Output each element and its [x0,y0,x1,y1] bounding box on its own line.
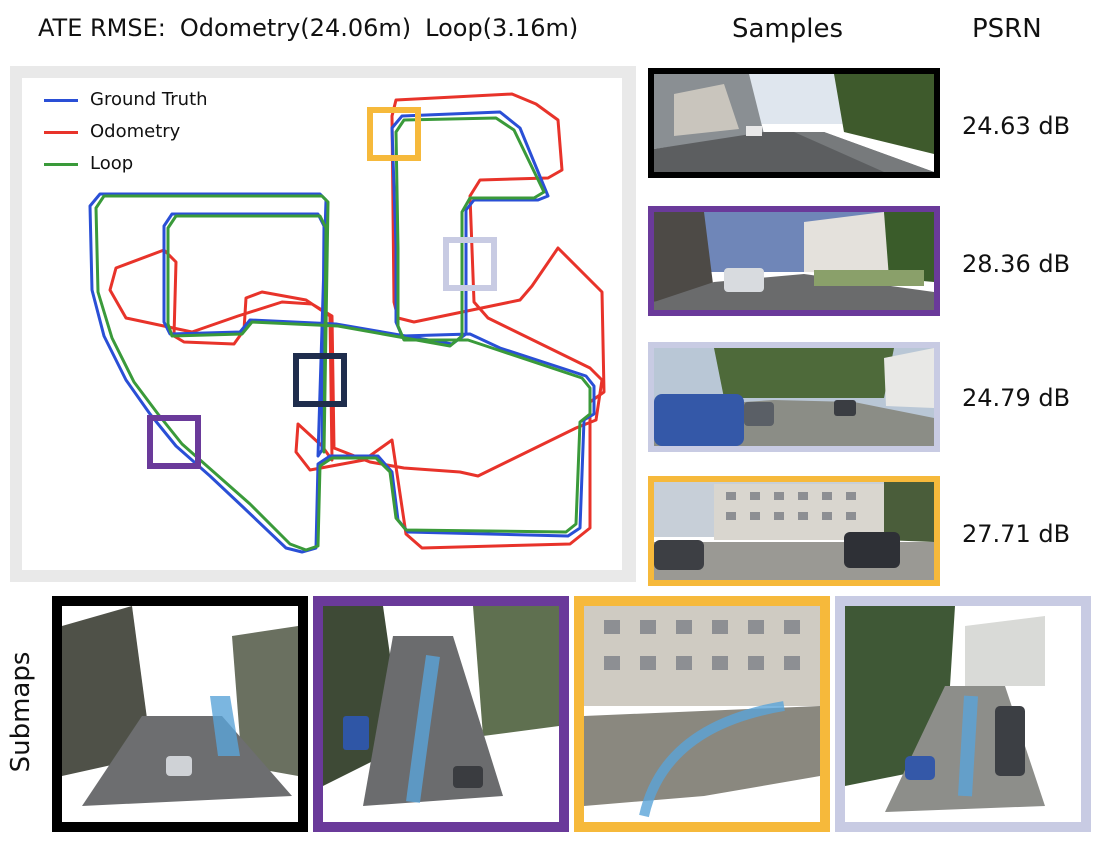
region-marker-orange [367,107,421,161]
legend-item-ground-truth: Ground Truth [44,84,208,116]
legend-label: Ground Truth [90,89,208,110]
trajectory-plot-area [22,78,622,570]
submap-lavender [835,596,1091,832]
odometry-trajectory [108,92,606,550]
point-cloud-submap [62,606,298,822]
legend-swatch-odometry [44,130,78,134]
point-cloud-submap [584,606,820,822]
region-marker-navy [293,353,347,407]
sample-image-black [648,68,940,178]
psnr-value-2: 28.36 dB [962,250,1071,278]
samples-heading: Samples [732,14,844,44]
sample-image-lavender [648,342,940,452]
odometry-error-label: Odometry(24.06m) [179,14,412,42]
trajectory-plot [88,92,606,554]
region-marker-lavender [443,237,497,291]
plot-legend: Ground Truth Odometry Loop [44,84,208,180]
legend-item-loop: Loop [44,148,208,180]
sample-image-purple [648,206,940,316]
psnr-value-3: 24.79 dB [962,384,1071,412]
figure-title: ATE RMSE: Odometry(24.06m) Loop(3.16m) [38,14,592,42]
street-scene-image [654,212,934,310]
loop-error-label: Loop(3.16m) [425,14,579,42]
psnr-heading: PSRN [972,14,1042,44]
legend-label: Loop [90,153,134,174]
loop-trajectory [94,116,592,552]
submap-orange [574,596,830,832]
sample-image-orange [648,476,940,586]
street-scene-image [654,482,934,580]
legend-item-odometry: Odometry [44,116,208,148]
legend-swatch-ground-truth [44,98,78,102]
trajectory-plot-frame [10,66,636,582]
legend-label: Odometry [90,121,181,142]
point-cloud-submap [323,606,559,822]
submap-black [52,596,308,832]
submap-purple [313,596,569,832]
region-marker-purple [147,415,201,469]
submaps-label: Submaps [6,651,36,773]
psnr-value-4: 27.71 dB [962,520,1071,548]
point-cloud-submap [845,606,1081,822]
legend-swatch-loop [44,162,78,166]
psnr-value-1: 24.63 dB [962,112,1071,140]
street-scene-image [654,348,934,446]
ate-rmse-label: ATE RMSE: [38,14,166,42]
street-scene-image [654,74,934,172]
